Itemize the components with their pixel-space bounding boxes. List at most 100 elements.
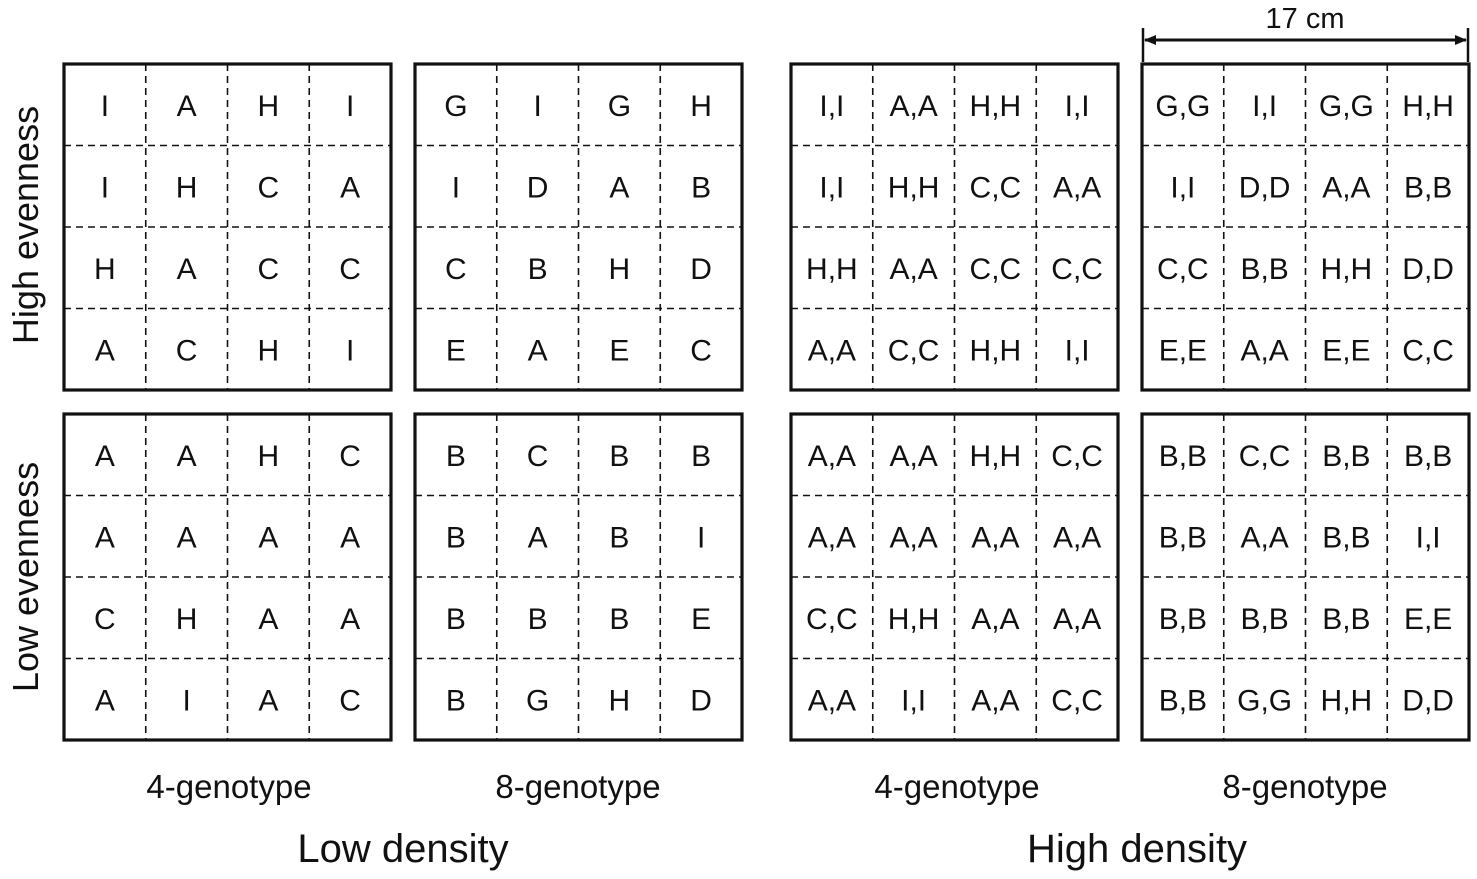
genotype-cell: E,E	[1322, 334, 1370, 367]
genotype-cell: A	[528, 334, 548, 367]
genotype-cell: H	[258, 334, 280, 367]
genotype-cell: I,I	[901, 684, 926, 717]
genotype-cell: C	[339, 684, 361, 717]
grid-border	[789, 412, 1120, 742]
genotype-cell: I,I	[1065, 90, 1090, 123]
genotype-cell: I,I	[1065, 334, 1090, 367]
genotype-cell: C	[690, 334, 712, 367]
genotype-cell: B	[528, 253, 548, 286]
genotype-cell: A,A	[1240, 334, 1288, 367]
genotype-cell: B	[446, 521, 466, 554]
genotype-cell: A	[177, 253, 197, 286]
genotype-cell: A,A	[1053, 603, 1101, 636]
genotype-cell: C	[176, 334, 198, 367]
genotype-cell: D	[690, 253, 712, 286]
grid-border	[413, 62, 744, 392]
genotype-cell: B,B	[1404, 171, 1452, 204]
genotype-cell: G,G	[1155, 90, 1210, 123]
genotype-cell: A	[95, 334, 115, 367]
genotype-cell: B	[691, 171, 711, 204]
genotype-cell: G,G	[1237, 684, 1292, 717]
genotype-cell: H,H	[1321, 253, 1373, 286]
grid-border	[413, 412, 744, 742]
genotype-cell: A,A	[1053, 171, 1101, 204]
genotype-cell: C	[258, 171, 280, 204]
genotype-cell: H	[94, 253, 116, 286]
genotype-cell: B,B	[1322, 521, 1370, 554]
column-label-high-4-genotype: 4-genotype	[874, 768, 1039, 805]
genotype-cell: A,A	[889, 521, 937, 554]
genotype-cell: C	[445, 253, 467, 286]
genotype-cell: A	[177, 521, 197, 554]
grid-border	[789, 62, 1120, 392]
genotype-cell: A,A	[808, 521, 856, 554]
genotype-cell: I,I	[1416, 521, 1441, 554]
genotype-cell: C	[527, 440, 549, 473]
genotype-cell: A	[340, 171, 360, 204]
genotype-cell: A	[258, 684, 278, 717]
genotype-cell: G	[526, 684, 549, 717]
genotype-cell: H,H	[888, 603, 940, 636]
genotype-cell: A	[340, 521, 360, 554]
genotype-cell: A,A	[889, 253, 937, 286]
group-label-low-density: Low density	[297, 827, 508, 871]
genotype-cell: H	[258, 440, 280, 473]
genotype-cell: E	[691, 603, 711, 636]
genotype-cell: B,B	[1322, 603, 1370, 636]
genotype-cell: I	[346, 90, 354, 123]
genotype-cell: I	[533, 90, 541, 123]
genotype-cell: B	[446, 440, 466, 473]
genotype-cell: I	[346, 334, 354, 367]
genotype-cell: A,A	[808, 440, 856, 473]
genotype-cell: A,A	[889, 90, 937, 123]
genotype-cell: I	[697, 521, 705, 554]
genotype-cell: A	[258, 603, 278, 636]
genotype-cell: I,I	[819, 90, 844, 123]
genotype-cell: C,C	[1051, 684, 1103, 717]
scale-bar: 17 cm	[1141, 3, 1470, 62]
genotype-cell: I	[182, 684, 190, 717]
genotype-cell: H	[609, 684, 631, 717]
genotype-cell: A	[177, 440, 197, 473]
genotype-cell: A	[95, 521, 115, 554]
genotype-cell: B	[609, 521, 629, 554]
grid-border	[1140, 412, 1471, 742]
genotype-cell: C,C	[970, 171, 1022, 204]
genotype-cell: A	[609, 171, 629, 204]
scale-label: 17 cm	[1266, 3, 1345, 35]
genotype-cell: H,H	[970, 440, 1022, 473]
genotype-cell: H	[176, 171, 198, 204]
grid-border	[1140, 62, 1471, 392]
genotype-cell: B	[528, 603, 548, 636]
genotype-cell: A,A	[1322, 171, 1370, 204]
genotype-cell: C,C	[970, 253, 1022, 286]
genotype-cell: I	[101, 90, 109, 123]
genotype-cell: H	[609, 253, 631, 286]
genotype-cell: A	[95, 684, 115, 717]
genotype-cell: C,C	[1157, 253, 1209, 286]
genotype-cell: H	[176, 603, 198, 636]
genotype-cell: A,A	[971, 521, 1019, 554]
genotype-cell: H	[258, 90, 280, 123]
genotype-cell: D,D	[1402, 253, 1454, 286]
genotype-cell: H,H	[806, 253, 858, 286]
genotype-cell: B	[609, 440, 629, 473]
grid-border	[62, 412, 393, 742]
genotype-cell: C	[258, 253, 280, 286]
genotype-cell: B,B	[1322, 440, 1370, 473]
genotype-cell: C	[339, 440, 361, 473]
genotype-cell: B,B	[1159, 521, 1207, 554]
row-label-high-evenness: High evenness	[5, 106, 46, 344]
genotype-cell: C,C	[888, 334, 940, 367]
genotype-cell: C,C	[1239, 440, 1291, 473]
genotype-cell: B,B	[1240, 603, 1288, 636]
genotype-cell: C,C	[1051, 440, 1103, 473]
genotype-cell: A,A	[889, 440, 937, 473]
